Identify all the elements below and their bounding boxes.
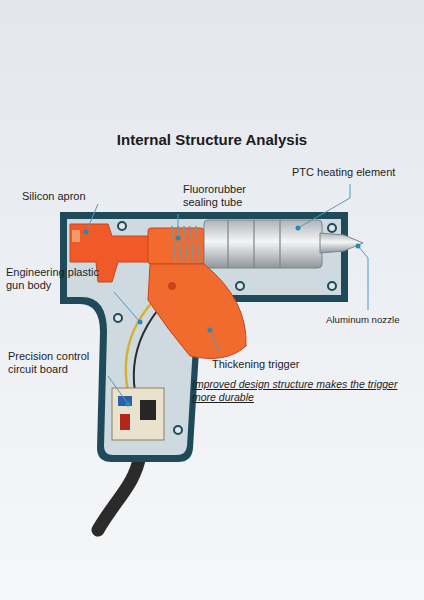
part-label: Precision control circuit board <box>8 350 113 377</box>
drawing-part <box>86 204 98 232</box>
drawing-part <box>358 246 368 310</box>
drawing-part <box>227 220 228 268</box>
drawing-part <box>184 226 188 266</box>
drawing-part <box>172 226 176 266</box>
drawing-part <box>174 426 182 434</box>
drawing-part <box>296 226 301 231</box>
component <box>120 414 130 430</box>
component <box>140 400 156 420</box>
drawing-part <box>196 226 200 266</box>
part-label: Aluminum nozzle <box>326 314 422 326</box>
drawing-part <box>208 328 213 333</box>
drawing-part <box>114 292 140 322</box>
leader-lines <box>86 184 368 404</box>
circuit-board <box>112 388 164 440</box>
part-label: Engineering plastic gun body <box>6 266 118 293</box>
drawing-part <box>178 226 182 266</box>
apron-tab <box>72 230 80 242</box>
drawing-part <box>356 244 361 249</box>
drawing-part <box>178 214 179 238</box>
drawing-part <box>298 184 350 228</box>
nozzle <box>320 233 363 253</box>
heating-element <box>204 220 322 268</box>
component <box>118 396 132 406</box>
power-cord <box>98 455 140 530</box>
heating-ridges <box>228 220 280 268</box>
trigger-pivot <box>168 282 176 290</box>
drawing-part <box>118 222 126 230</box>
part-label: Thickening trigger <box>212 358 332 371</box>
gun-body <box>60 212 348 462</box>
drawing-part <box>253 220 254 268</box>
trigger <box>148 264 246 358</box>
drawing-part <box>84 230 89 235</box>
design-note: Improved design structure makes the trig… <box>192 378 420 404</box>
spring-coil <box>172 226 200 266</box>
drawing-part <box>236 282 244 290</box>
drawing-part <box>190 226 194 266</box>
drawing-part <box>138 320 143 325</box>
drawing-part <box>108 376 128 404</box>
drawing-part <box>210 330 220 354</box>
title: Internal Structure Analysis <box>0 131 424 148</box>
part-label: Fluororubber sealing tube <box>183 183 273 210</box>
gun-body-interior <box>67 219 341 455</box>
drawing-part <box>176 236 181 241</box>
drawing-part <box>328 224 336 232</box>
part-label: PTC heating element <box>292 166 418 179</box>
drawing-part <box>126 402 131 407</box>
drawing-part <box>114 314 122 322</box>
part-label: Silicon apron <box>22 190 112 203</box>
drawing-part <box>328 282 336 290</box>
drawing-part <box>279 220 280 268</box>
